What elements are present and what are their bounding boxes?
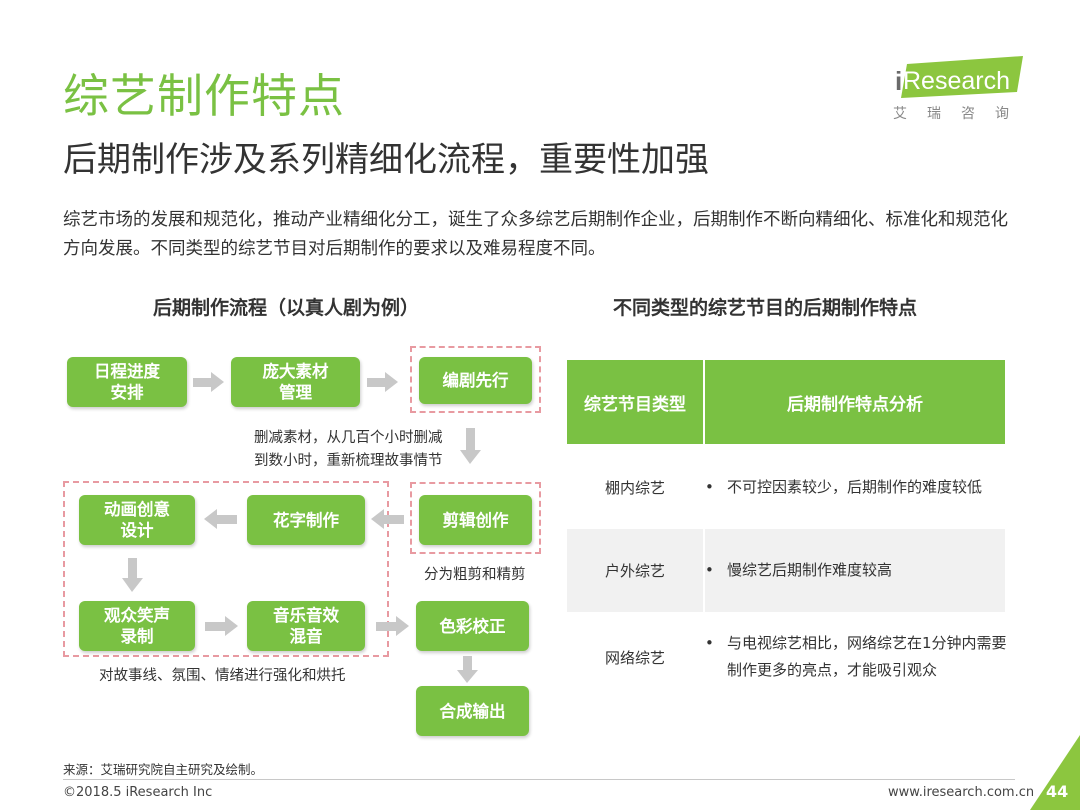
iresearch-logo: i Research — [893, 54, 1025, 124]
page-corner-triangle — [1030, 735, 1080, 810]
bullet-icon: • — [705, 561, 714, 579]
node-animation: 动画创意 设计 — [79, 495, 195, 545]
footer-url: www.iresearch.com.cn — [888, 785, 1035, 800]
table-row-analysis: • 慢综艺后期制作难度较高 — [705, 529, 1005, 612]
node-output: 合成输出 — [416, 686, 529, 736]
bullet-icon: • — [705, 478, 714, 496]
table-row-analysis: • 不可控因素较少，后期制作的难度较低 — [705, 446, 1005, 529]
node-schedule: 日程进度 安排 — [67, 357, 187, 407]
table-row-analysis: • 与电视综艺相比，网络综艺在1分钟内需要制作更多的亮点，才能吸引观众 — [705, 614, 1007, 700]
logo-chinese-text: 艾瑞咨询 — [893, 106, 1029, 122]
node-edit: 剪辑创作 — [419, 495, 532, 545]
table-title: 不同类型的综艺节目的后期制作特点 — [613, 297, 918, 319]
arrow-right-icon — [193, 372, 224, 392]
page-subtitle: 后期制作涉及系列精细化流程，重要性加强 — [63, 140, 709, 180]
table-row-bg — [567, 529, 1005, 612]
bullet-icon: • — [705, 634, 714, 652]
flow-title: 后期制作流程（以真人剧为例） — [153, 297, 420, 319]
intro-paragraph: 综艺市场的发展和规范化，推动产业精细化分工，诞生了众多综艺后期制作企业，后期制作… — [63, 210, 1008, 259]
arrow-down-icon — [457, 656, 478, 683]
table-row-type: 棚内综艺 — [604, 479, 665, 497]
arrow-left-icon — [204, 509, 237, 529]
arrow-left-icon — [371, 509, 404, 529]
node-music: 音乐音效 混音 — [247, 601, 365, 651]
page-title: 综艺制作特点 — [63, 69, 345, 123]
footer-divider — [63, 779, 1015, 780]
dashed-group-script — [410, 346, 541, 413]
node-subtitle-fx: 花字制作 — [247, 495, 365, 545]
node-script: 编剧先行 — [419, 357, 532, 404]
table-header-analysis: 后期制作特点分析 — [705, 360, 1005, 444]
svg-text:Research: Research — [903, 67, 1010, 95]
arrow-right-icon — [376, 616, 409, 636]
analysis-text: 不可控因素较少，后期制作的难度较低 — [727, 478, 983, 496]
table-header-type: 综艺节目类型 — [567, 360, 703, 444]
copyright: ©2018.5 iResearch Inc — [63, 785, 213, 800]
analysis-text: 慢综艺后期制作难度较高 — [727, 561, 893, 579]
arrow-down-icon — [460, 428, 481, 464]
arrow-right-icon — [205, 616, 238, 636]
row-divider — [703, 529, 705, 612]
header-divider — [703, 360, 705, 444]
arrow-right-icon — [367, 372, 398, 392]
note-enhance: 对故事线、氛围、情绪进行强化和烘托 — [99, 668, 346, 684]
node-color: 色彩校正 — [416, 601, 529, 651]
note-cut: 分为粗剪和精剪 — [424, 567, 526, 583]
source-note: 来源：艾瑞研究院自主研究及绘制。 — [63, 762, 264, 777]
node-materials: 庞大素材 管理 — [231, 357, 360, 407]
page-number: 44 — [1046, 782, 1069, 801]
dashed-group-edit — [410, 482, 541, 554]
table-row-type: 网络综艺 — [604, 648, 665, 667]
arrow-down-icon — [122, 558, 143, 592]
node-laughter: 观众笑声 录制 — [79, 601, 195, 651]
analysis-text: 与电视综艺相比，网络综艺在1分钟内需要制作更多的亮点，才能吸引观众 — [727, 634, 1007, 679]
dashed-group-enhance — [63, 481, 389, 657]
note-trim: 删减素材，从几百个小时删减 到数小时，重新梳理故事情节 — [254, 430, 443, 469]
table-row-type: 户外综艺 — [604, 562, 665, 580]
svg-text:i: i — [895, 66, 902, 96]
